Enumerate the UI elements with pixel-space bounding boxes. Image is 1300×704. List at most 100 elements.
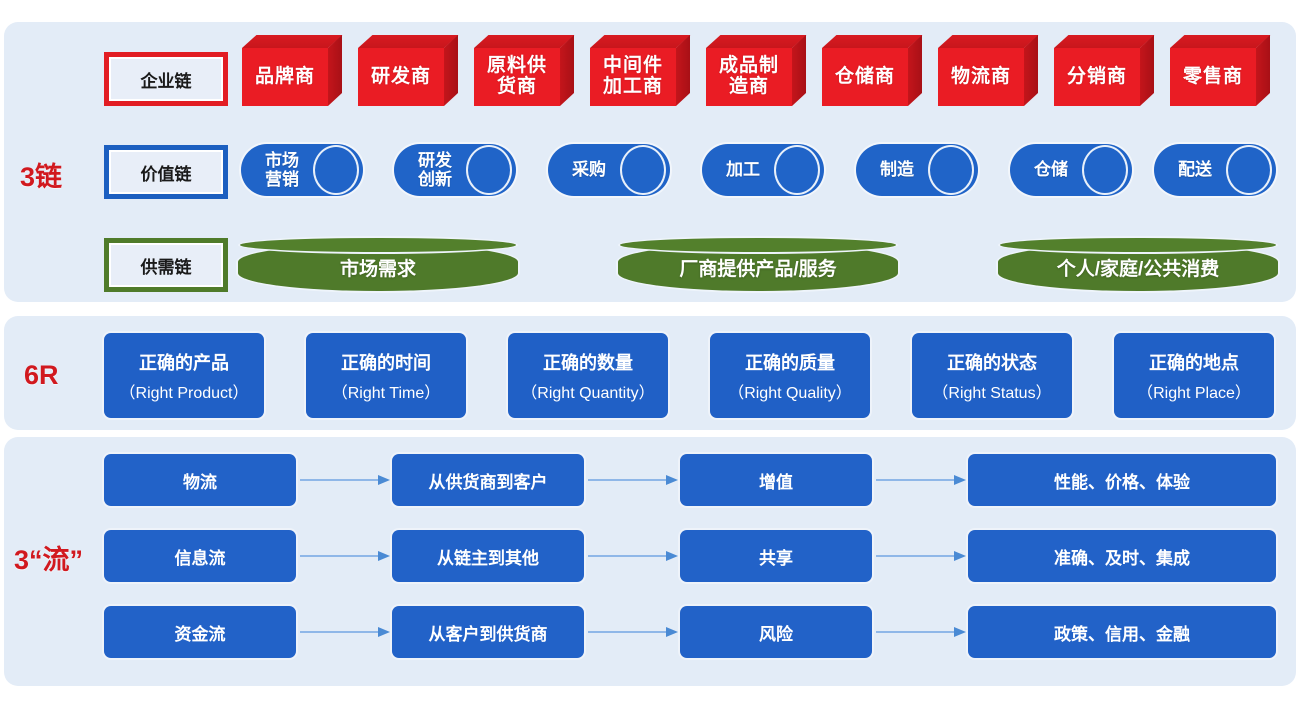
box-side-face	[444, 35, 458, 106]
r-card-right-quantity[interactable]: 正确的数量 （Right Quantity）	[508, 333, 668, 418]
box-top-face	[358, 35, 459, 48]
value-cylinder-label: 加工	[726, 160, 760, 180]
value-cylinder-label: 市场 营销	[265, 150, 299, 189]
chain-box-raw-material-supplier[interactable]: 原料供 货商	[474, 35, 575, 106]
r-card-en: （Right Status）	[932, 384, 1052, 402]
demand-drum-consumption[interactable]: 个人/家庭/公共消费	[998, 236, 1278, 291]
r-card-en: （Right Quality）	[728, 384, 852, 402]
box-side-face	[560, 35, 574, 106]
chain-box-label: 分销商	[1054, 48, 1140, 106]
chain-box-rnd[interactable]: 研发商	[358, 35, 459, 106]
box-top-face	[706, 35, 807, 48]
demand-drum-label: 个人/家庭/公共消费	[1056, 259, 1220, 280]
flow-r1-stage4[interactable]: 性能、价格、体验	[968, 454, 1276, 506]
r-card-en: （Right Place）	[1137, 384, 1251, 402]
chain-box-retailer[interactable]: 零售商	[1170, 35, 1271, 106]
r-card-en: （Right Time）	[331, 384, 441, 402]
cylinder-cap	[774, 145, 820, 195]
box-side-face	[792, 35, 806, 106]
flow-arrow-r3-a	[300, 626, 390, 638]
box-top-face	[590, 35, 691, 48]
flow-arrow-r2-a	[300, 550, 390, 562]
r-card-en: （Right Quantity）	[521, 384, 655, 402]
box-side-face	[328, 35, 342, 106]
r-card-right-product[interactable]: 正确的产品 （Right Product）	[104, 333, 264, 418]
r-card-cn: 正确的地点	[1149, 352, 1239, 373]
r-card-cn: 正确的状态	[947, 352, 1037, 373]
flow-r3-stage3[interactable]: 风险	[680, 606, 872, 658]
group-label-six-r: 6R	[24, 360, 59, 390]
group-label-three-chains: 3链	[20, 162, 63, 192]
flow-arrow-r1-b	[588, 474, 678, 486]
flow-r2-stage4[interactable]: 准确、及时、集成	[968, 530, 1276, 582]
demand-drum-vendor-supply[interactable]: 厂商提供产品/服务	[618, 236, 898, 291]
demand-drum-label: 厂商提供产品/服务	[679, 259, 837, 280]
cylinder-cap	[928, 145, 974, 195]
chain-box-label: 研发商	[358, 48, 444, 106]
box-top-face	[822, 35, 923, 48]
box-side-face	[1024, 35, 1038, 106]
r-card-cn: 正确的产品	[139, 352, 229, 373]
cylinder-cap	[313, 145, 359, 195]
value-cylinder-procurement[interactable]: 采购	[548, 144, 670, 196]
flow-r3-stage2[interactable]: 从客户到供货商	[392, 606, 584, 658]
cylinder-cap	[466, 145, 512, 195]
flow-r1-stage1[interactable]: 物流	[104, 454, 296, 506]
drum-top	[618, 236, 898, 254]
chain-box-intermediate-processor[interactable]: 中间件 加工商	[590, 35, 691, 106]
cylinder-cap	[620, 145, 666, 195]
box-top-face	[474, 35, 575, 48]
value-cylinder-warehousing[interactable]: 仓储	[1010, 144, 1132, 196]
box-top-face	[938, 35, 1039, 48]
r-card-right-quality[interactable]: 正确的质量 （Right Quality）	[710, 333, 870, 418]
value-cylinder-label: 仓储	[1034, 160, 1068, 180]
box-side-face	[1140, 35, 1154, 106]
chain-box-label: 仓储商	[822, 48, 908, 106]
flow-r3-stage1[interactable]: 资金流	[104, 606, 296, 658]
r-card-right-status[interactable]: 正确的状态 （Right Status）	[912, 333, 1072, 418]
chain-box-distributor[interactable]: 分销商	[1054, 35, 1155, 106]
flow-r3-stage4[interactable]: 政策、信用、金融	[968, 606, 1276, 658]
chain-box-logistics[interactable]: 物流商	[938, 35, 1039, 106]
drum-top	[998, 236, 1278, 254]
plaque-supply-demand-chain: 供需链	[104, 238, 228, 292]
flow-arrow-r3-b	[588, 626, 678, 638]
flow-arrow-r2-b	[588, 550, 678, 562]
flow-r1-stage2[interactable]: 从供货商到客户	[392, 454, 584, 506]
box-side-face	[1256, 35, 1270, 106]
flow-r2-stage2[interactable]: 从链主到其他	[392, 530, 584, 582]
value-cylinder-label: 制造	[880, 160, 914, 180]
value-cylinder-marketing[interactable]: 市场 营销	[241, 144, 363, 196]
chain-box-warehousing[interactable]: 仓储商	[822, 35, 923, 106]
chain-box-finished-manufacturer[interactable]: 成品制 造商	[706, 35, 807, 106]
box-side-face	[676, 35, 690, 106]
r-card-cn: 正确的时间	[341, 352, 431, 373]
chain-box-brand[interactable]: 品牌商	[242, 35, 343, 106]
box-side-face	[908, 35, 922, 106]
drum-top	[238, 236, 518, 254]
cylinder-cap	[1082, 145, 1128, 195]
box-top-face	[242, 35, 343, 48]
r-card-right-place[interactable]: 正确的地点 （Right Place）	[1114, 333, 1274, 418]
group-label-three-flows: 3“流”	[14, 545, 84, 575]
chain-box-label: 物流商	[938, 48, 1024, 106]
flow-r1-stage3[interactable]: 增值	[680, 454, 872, 506]
box-top-face	[1054, 35, 1155, 48]
cylinder-cap	[1226, 145, 1272, 195]
demand-drum-label: 市场需求	[339, 259, 416, 280]
r-card-cn: 正确的质量	[745, 352, 835, 373]
r-card-right-time[interactable]: 正确的时间 （Right Time）	[306, 333, 466, 418]
demand-drum-market-demand[interactable]: 市场需求	[238, 236, 518, 291]
flow-r2-stage1[interactable]: 信息流	[104, 530, 296, 582]
plaque-value-chain: 价值链	[104, 145, 228, 199]
chain-box-label: 原料供 货商	[474, 48, 560, 106]
value-cylinder-rnd-innovation[interactable]: 研发 创新	[394, 144, 516, 196]
flow-arrow-r2-c	[876, 550, 966, 562]
flow-r2-stage3[interactable]: 共享	[680, 530, 872, 582]
value-cylinder-processing[interactable]: 加工	[702, 144, 824, 196]
flow-arrow-r3-c	[876, 626, 966, 638]
value-cylinder-delivery[interactable]: 配送	[1154, 144, 1276, 196]
value-cylinder-manufacturing[interactable]: 制造	[856, 144, 978, 196]
r-card-cn: 正确的数量	[543, 352, 633, 373]
flow-arrow-r1-c	[876, 474, 966, 486]
